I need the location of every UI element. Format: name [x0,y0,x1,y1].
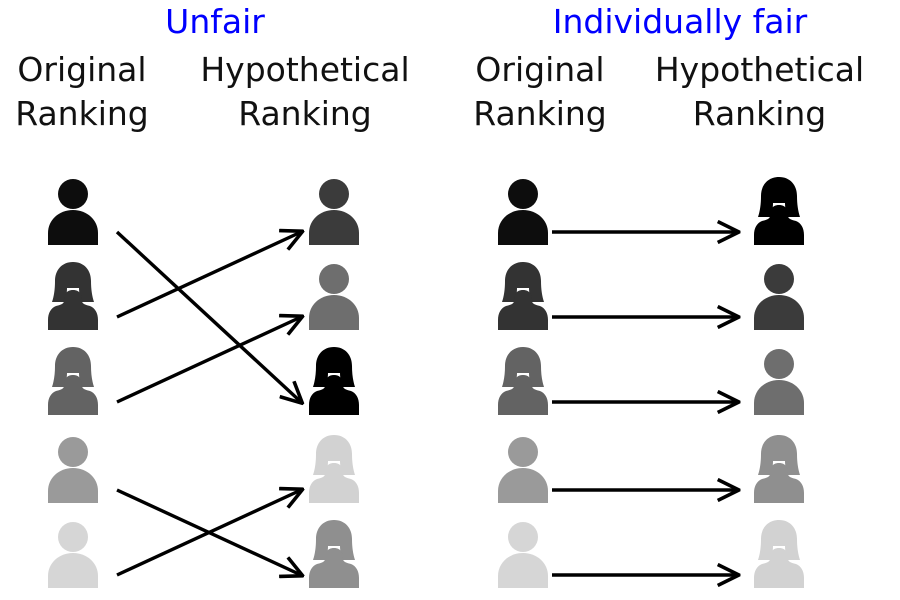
person-icon-female-hypothetical-rank-1 [748,175,810,247]
person-icon-male-hypothetical-rank-3 [748,345,810,417]
person-female-silhouette-icon [498,347,548,415]
person-female-silhouette-icon [48,347,98,415]
person-female-silhouette-icon [754,520,804,588]
person-icon-male-hypothetical-rank-2 [303,260,365,332]
column-heading-line2: Ranking [15,94,149,133]
person-female-silhouette-icon [48,262,98,330]
arrow-rank-3-to-rank-2 [116,317,301,404]
person-icon-female-hypothetical-rank-3 [303,345,365,417]
column-heading-line2: Ranking [238,94,372,133]
column-heading-line1: Original [475,50,605,89]
person-male-silhouette-icon [498,179,548,245]
column-heading-line2: Ranking [692,94,827,133]
person-icon-male-original-rank-4 [492,433,554,505]
person-male-silhouette-icon [48,179,98,245]
arrow-rank-1-to-rank-3 [115,230,301,402]
arrow-rank-5-to-rank-4 [116,490,301,577]
person-male-silhouette-icon [48,437,98,503]
person-icon-male-original-rank-5 [492,518,554,590]
person-icon-male-original-rank-1 [492,175,554,247]
person-male-silhouette-icon [309,264,359,330]
person-icon-male-original-rank-1 [42,175,104,247]
person-icon-female-hypothetical-rank-4 [303,433,365,505]
person-icon-male-original-rank-4 [42,433,104,505]
column-heading-line1: Original [17,50,147,89]
person-female-silhouette-icon [498,262,548,330]
person-female-silhouette-icon [754,177,804,245]
person-female-silhouette-icon [309,435,359,503]
person-icon-male-original-rank-5 [42,518,104,590]
person-female-silhouette-icon [309,520,359,588]
person-icon-female-hypothetical-rank-5 [748,518,810,590]
person-icon-female-hypothetical-rank-4 [748,433,810,505]
person-icon-male-hypothetical-rank-1 [303,175,365,247]
person-female-silhouette-icon [309,347,359,415]
column-heading-line1: Hypothetical [654,50,865,89]
panel-title-individually-fair: Individually fair [552,2,808,41]
column-heading-line1: Hypothetical [200,50,410,89]
person-icon-female-original-rank-3 [42,345,104,417]
person-male-silhouette-icon [754,264,804,330]
person-icon-female-hypothetical-rank-5 [303,518,365,590]
arrow-layer-unfair [115,0,450,600]
person-icon-female-original-rank-3 [492,345,554,417]
person-male-silhouette-icon [498,522,548,588]
person-icon-female-original-rank-2 [492,260,554,332]
column-heading-line2: Ranking [473,94,607,133]
person-icon-female-original-rank-2 [42,260,104,332]
person-male-silhouette-icon [48,522,98,588]
arrow-rank-2-to-rank-1 [116,232,301,319]
arrow-layer-individually-fair [552,0,900,600]
person-icon-male-hypothetical-rank-2 [748,260,810,332]
person-male-silhouette-icon [754,349,804,415]
person-male-silhouette-icon [309,179,359,245]
person-female-silhouette-icon [754,435,804,503]
person-male-silhouette-icon [498,437,548,503]
panel-title-unfair: Unfair [165,2,265,41]
